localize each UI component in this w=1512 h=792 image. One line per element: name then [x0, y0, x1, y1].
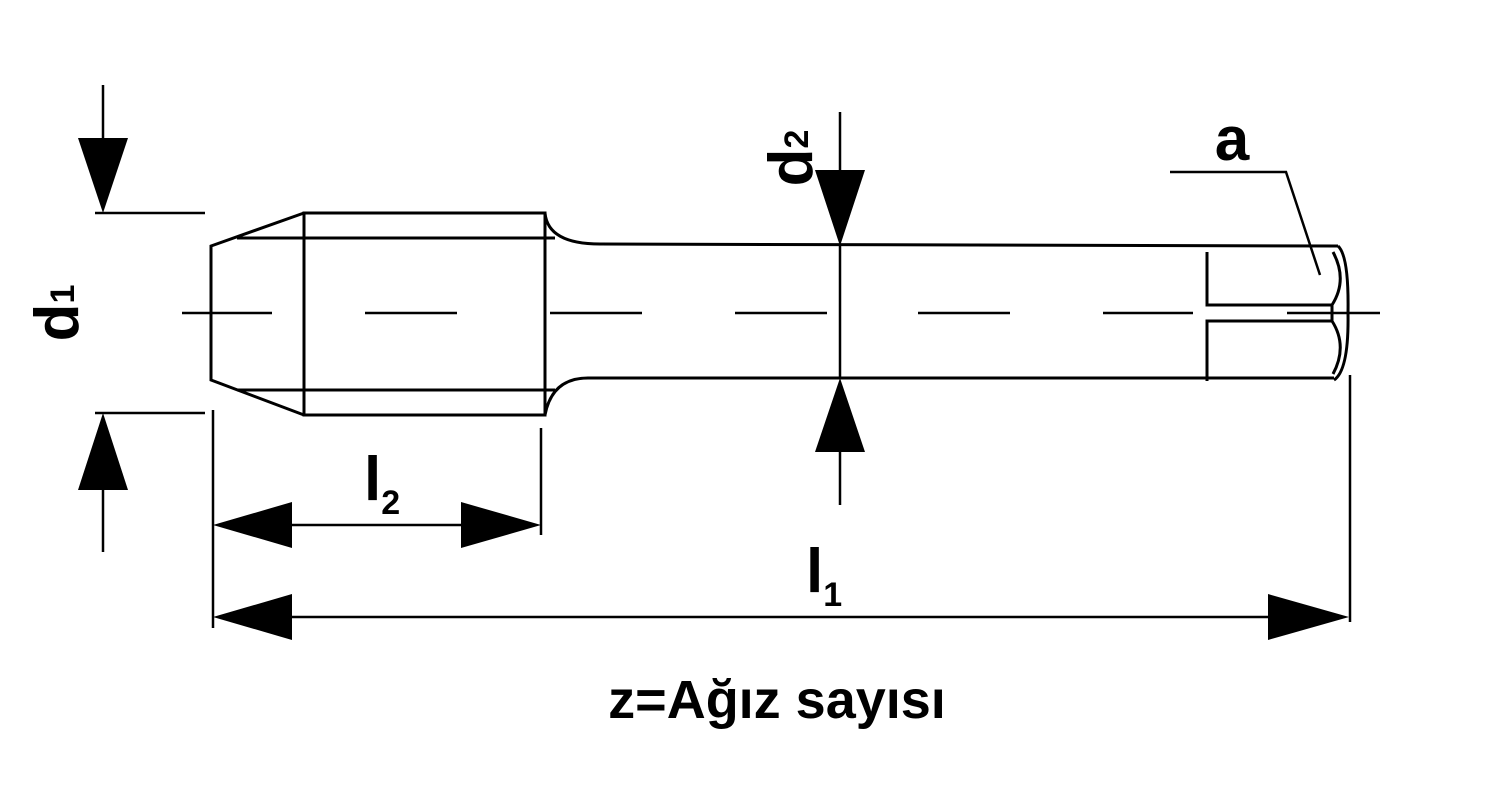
l1-label: l1 — [806, 537, 842, 614]
arrow-left-icon — [213, 594, 292, 640]
l1-dimension: l1 — [213, 375, 1352, 640]
arrow-down-icon — [78, 138, 128, 213]
l2-label: l2 — [364, 445, 400, 522]
arrow-left-icon — [213, 502, 292, 548]
l2-dimension: l2 — [211, 410, 543, 628]
tap-body — [209, 211, 1350, 417]
d1-dimension: d1 — [23, 85, 205, 552]
arrow-right-icon — [461, 502, 541, 548]
a-leader: a — [1170, 105, 1322, 276]
caption: z=Ağız sayısı — [608, 670, 946, 730]
arrow-up-icon — [78, 413, 128, 490]
arrow-up-icon — [815, 378, 865, 452]
d1-label: d1 — [23, 285, 92, 342]
arrow-down-icon — [815, 170, 865, 246]
d2-dimension: d2 — [757, 112, 865, 505]
a-label: a — [1215, 105, 1250, 174]
arrow-right-icon — [1268, 594, 1349, 640]
d2-label: d2 — [757, 130, 826, 187]
